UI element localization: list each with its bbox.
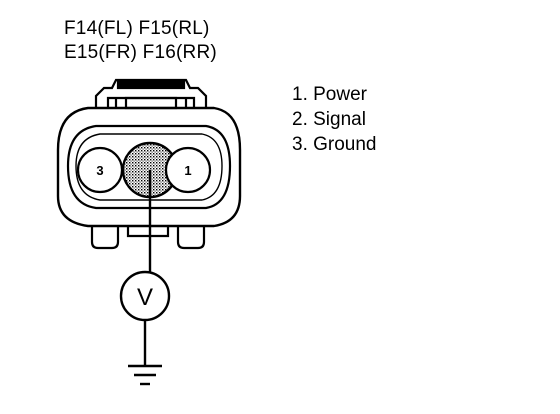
connector-id-line-1: F14(FL) F15(RL) [64, 18, 210, 39]
ground-icon [128, 364, 162, 386]
connector-bottom-tabs [90, 226, 206, 250]
voltmeter-label: V [137, 284, 153, 311]
legend-item-power: 1. Power [292, 84, 367, 105]
connector-latch [94, 78, 208, 110]
connector-id-line-2: E15(FR) F16(RR) [64, 42, 217, 63]
legend-item-ground: 3. Ground [292, 134, 377, 155]
pin-1-label: 1 [184, 163, 191, 178]
connector-housing [56, 106, 242, 228]
pin-3-label: 3 [96, 163, 103, 178]
pin-legend: 1. Power 2. Signal 3. Ground [292, 82, 377, 157]
pin-1-power [164, 146, 212, 194]
connector-face [66, 124, 232, 210]
connector-face-inner [75, 133, 223, 201]
legend-item-signal: 2. Signal [292, 109, 366, 130]
